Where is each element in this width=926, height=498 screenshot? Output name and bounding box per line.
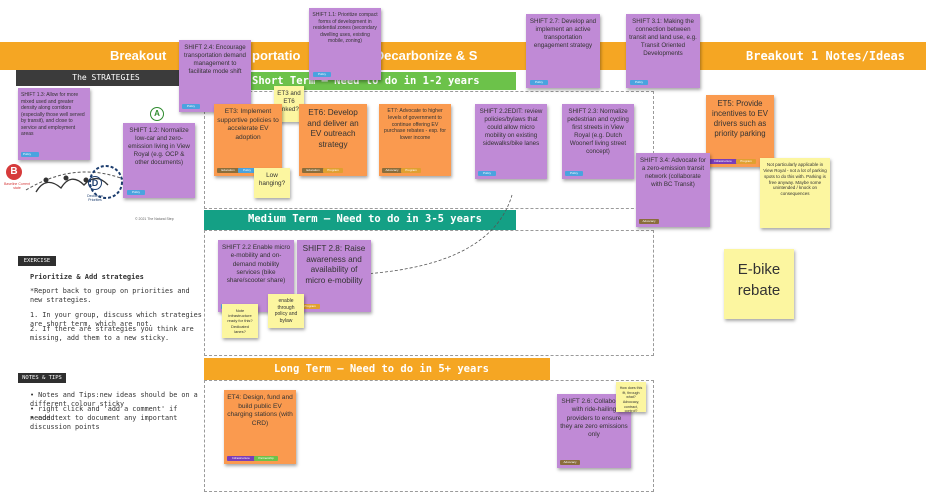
sticky-enable-policy-note[interactable]: enable through policy and bylaw <box>268 294 304 328</box>
sticky-shift-3-4[interactable]: SHIFT 3.4: Advocate for a zero-emission … <box>636 153 710 227</box>
tag-policy: Policy <box>530 80 548 85</box>
tag-advocacy: Advocacy <box>382 168 402 173</box>
short-term-area <box>204 91 654 209</box>
sticky-text: ET7: Advocate to higher levels of govern… <box>384 108 446 141</box>
sticky-text: SHIFT 1.3: Allow for more mixed used and… <box>21 92 85 137</box>
sticky-text: ET3: Implement supportive policies to ac… <box>217 108 279 141</box>
exercise-step-2: 2. If there are strategies you think are… <box>30 325 194 343</box>
notes-tips-badge: NOTES & TIPS <box>18 373 66 383</box>
sticky-low-hanging[interactable]: Low hanging? <box>254 168 290 198</box>
sticky-text: SHIFT 2.7: Develop and implement an acti… <box>529 18 597 50</box>
banner-title-middle: portatio <box>252 48 301 63</box>
tag-advocacy: Advocacy <box>639 219 659 224</box>
long-term-area <box>204 380 654 492</box>
tag-infrastructure: Infrastructure <box>227 456 255 461</box>
sticky-shift-1-1[interactable]: SHIFT 1.1: Prioritize compact forms of d… <box>309 8 381 80</box>
sticky-shift-3-1[interactable]: SHIFT 3.1: Making the connection between… <box>626 14 700 88</box>
baseline-caption: Baseline Current state <box>3 182 31 190</box>
exercise-heading: Prioritize & Add strategies <box>30 273 144 281</box>
sticky-shift-1-2[interactable]: SHIFT 1.2: Normalize low-car and zero-em… <box>123 123 195 198</box>
tag-program: Program <box>736 159 756 164</box>
sticky-shift-2-4[interactable]: SHIFT 2.4: Encourage transportation dema… <box>179 40 251 112</box>
sticky-shift-2-6[interactable]: SHIFT 2.6: Collaborate with ride-hailing… <box>557 394 631 468</box>
banner-title-left: Breakout <box>110 48 167 63</box>
tag-policy: Policy <box>630 80 648 85</box>
strategy-a-badge: A <box>150 107 164 121</box>
sticky-text: ET4: Design, fund and build public EV ch… <box>227 394 293 427</box>
breakout-banner <box>0 42 926 70</box>
sticky-ride-hailing-note[interactable]: How does this fit, through what? Advocac… <box>616 382 646 412</box>
sticky-text: SHIFT 2.8: Raise awareness and availabil… <box>302 244 366 285</box>
tag-education: Education <box>217 168 239 173</box>
sticky-text: ET5: Provide incentives to EV drivers su… <box>712 99 768 139</box>
tag-policy: Policy <box>313 72 331 77</box>
sticky-et3[interactable]: ET3: Implement supportive policies to ac… <box>214 104 282 176</box>
medium-term-header: Medium Term – Need to do in 3-5 years <box>204 210 516 230</box>
notes-tip-1: • Notes and Tips:new ideas should be on … <box>30 391 198 409</box>
sticky-shift-2-3[interactable]: SHIFT 2.3: Normalize pedestrian and cycl… <box>562 104 634 179</box>
baseline-b-badge: B <box>6 164 22 180</box>
notes-ideas-title: Breakout 1 Notes/Ideas <box>746 49 905 63</box>
sticky-shift-2-8[interactable]: SHIFT 2.8: Raise awareness and availabil… <box>297 240 371 312</box>
sticky-text: SHIFT 3.4: Advocate for a zero-emission … <box>640 157 706 189</box>
decide-caption: Decide on Priorities <box>87 194 103 202</box>
connector-curve <box>344 194 513 276</box>
sticky-parking-note[interactable]: Not particularly applicable in View Roya… <box>760 158 830 228</box>
tag-education: Education <box>302 168 324 173</box>
sticky-text: SHIFT 2.2EDIT: review policies/bylaws th… <box>479 108 543 148</box>
tag-partnership: Partnership <box>254 456 278 461</box>
tag-policy: Policy <box>182 104 200 109</box>
sticky-text: SHIFT 2.4: Encourage transportation dema… <box>184 44 246 76</box>
sticky-text: SHIFT 2.6: Collaborate with ride-hailing… <box>560 398 628 439</box>
sticky-text: SHIFT 3.1: Making the connection between… <box>629 18 697 58</box>
tag-policy: Policy <box>565 171 583 176</box>
banner-title-right: ify/Decarbonize & S <box>356 48 478 63</box>
sticky-text: SHIFT 2.2 Enable micro e-mobility and on… <box>221 244 291 285</box>
sticky-shift-2-2edit[interactable]: SHIFT 2.2EDIT: review policies/bylaws th… <box>475 104 547 179</box>
sticky-et7[interactable]: ET7: Advocate to higher levels of govern… <box>379 104 451 176</box>
exercise-intro: *Report back to group on priorities and … <box>30 287 190 305</box>
decide-d-badge: D <box>88 176 102 190</box>
copyright-credit: © 2021 The Natural Step <box>135 217 174 221</box>
medium-term-area <box>204 230 654 356</box>
sticky-infrastructure-note[interactable]: Note infrastructure ready for this? Dedi… <box>222 304 258 338</box>
long-term-header: Long Term – Need to do in 5+ years <box>204 358 550 380</box>
tag-policy: Policy <box>238 168 256 173</box>
sticky-text: SHIFT 2.3: Normalize pedestrian and cycl… <box>567 108 629 156</box>
notes-tip-3: • add text to document any important dis… <box>30 414 178 432</box>
notes-tip-2: • right click and 'add a comment' if nee… <box>30 405 178 423</box>
tag-policy: Policy <box>127 190 145 195</box>
tag-program: Program <box>323 168 343 173</box>
sticky-et4[interactable]: ET4: Design, fund and build public EV ch… <box>224 390 296 464</box>
sticky-shift-2-7[interactable]: SHIFT 2.7: Develop and implement an acti… <box>526 14 600 88</box>
tag-policy: Policy <box>478 171 496 176</box>
tag-policy: Policy <box>21 152 39 157</box>
exercise-badge: EXERCISE <box>18 256 56 266</box>
sticky-et5[interactable]: ET5: Provide incentives to EV drivers su… <box>706 95 774 167</box>
sticky-ebike-rebate[interactable]: E-bike rebate <box>724 249 794 319</box>
sticky-text: SHIFT 1.2: Normalize low-car and zero-em… <box>128 127 190 167</box>
tag-program: Program <box>401 168 421 173</box>
tag-program: Program <box>300 304 320 309</box>
sticky-text: ET6: Develop and deliver an EV outreach … <box>307 108 359 149</box>
exercise-step-1: 1. In your group, discuss which strategi… <box>30 311 202 329</box>
tag-infrastructure: Infrastructure <box>709 159 737 164</box>
strategies-title: The STRATEGIES <box>16 70 196 86</box>
sticky-text: SHIFT 1.1: Prioritize compact forms of d… <box>312 12 378 44</box>
tag-advocacy: Advocacy <box>560 460 580 465</box>
sticky-et6[interactable]: ET6: Develop and deliver an EV outreach … <box>299 104 367 176</box>
sticky-shift-1-3[interactable]: SHIFT 1.3: Allow for more mixed used and… <box>18 88 90 160</box>
